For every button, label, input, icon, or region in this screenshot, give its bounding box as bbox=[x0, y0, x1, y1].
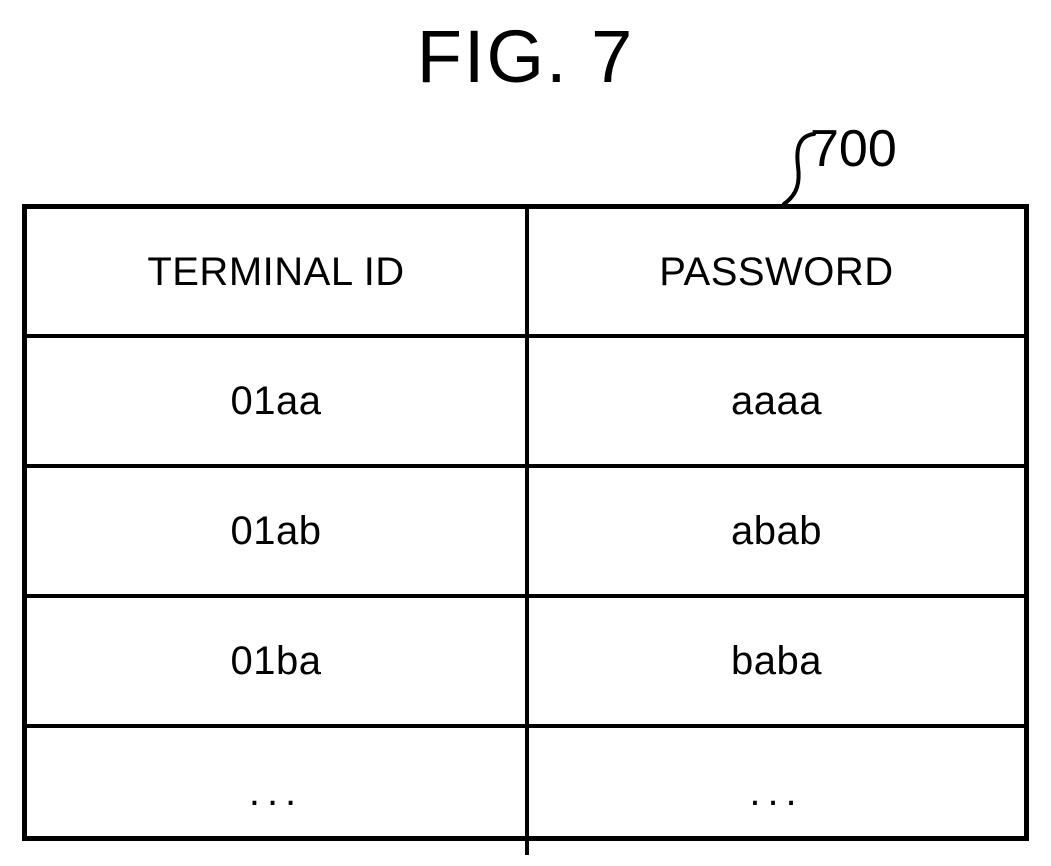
cell-terminal-id: 01ba bbox=[27, 596, 529, 728]
cell-terminal-id-ellipsis: ... bbox=[27, 726, 529, 855]
cell-password: baba bbox=[527, 596, 1024, 728]
figure-title: FIG. 7 bbox=[416, 15, 635, 98]
cell-password-ellipsis: ... bbox=[749, 769, 804, 814]
cell-terminal-id: 01aa bbox=[27, 336, 529, 468]
table-row-ellipsis: ... ... bbox=[27, 726, 1024, 855]
table-header-row: TERMINAL ID PASSWORD bbox=[27, 209, 1024, 338]
reference-numeral-700: 700 bbox=[810, 120, 897, 178]
table-row: 01aa aaaa bbox=[27, 336, 1024, 468]
column-header-terminal-id: TERMINAL ID bbox=[27, 209, 529, 338]
table-row: 01ba baba bbox=[27, 596, 1024, 728]
cell-terminal-id: 01ab bbox=[27, 466, 529, 598]
cell-password: abab bbox=[527, 466, 1024, 598]
terminal-password-table: TERMINAL ID PASSWORD 01aa aaaa 01ab abab… bbox=[22, 204, 1029, 855]
table-row: 01ab abab bbox=[27, 466, 1024, 598]
column-header-password: PASSWORD bbox=[527, 209, 1024, 338]
cell-password: aaaa bbox=[527, 336, 1024, 468]
